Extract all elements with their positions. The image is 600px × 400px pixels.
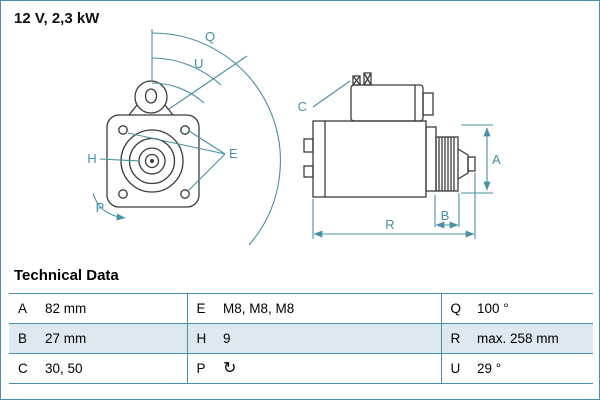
dim-label-a: A xyxy=(492,152,501,167)
front-view xyxy=(106,80,200,208)
spec-key: U xyxy=(440,353,471,384)
table-row: C 30, 50 P ↻ U 29 ° xyxy=(9,353,593,384)
starter-motor-drawing: Q U C E H P A xyxy=(87,29,501,246)
spec-key: R xyxy=(440,323,471,354)
product-title: 12 V, 2,3 kW xyxy=(14,10,100,27)
table-row: B 27 mm H 9 R max. 258 mm xyxy=(9,323,593,354)
dim-label-h: H xyxy=(87,151,96,166)
table-row: A 82 mm E M8, M8, M8 Q 100 ° xyxy=(9,293,593,324)
dim-label-c: C xyxy=(298,99,307,114)
spec-value: 30, 50 xyxy=(39,353,187,384)
side-view xyxy=(303,72,476,198)
spec-key: B xyxy=(9,323,39,354)
spec-value: 9 xyxy=(217,323,441,354)
spec-value: M8, M8, M8 xyxy=(217,293,441,324)
technical-drawing: Q U C E H P A xyxy=(1,21,599,265)
dim-label-p: P xyxy=(96,200,105,215)
spec-key: H xyxy=(186,323,217,354)
technical-data-table: A 82 mm E M8, M8, M8 Q 100 ° B 27 mm H 9… xyxy=(9,293,593,384)
dim-label-e: E xyxy=(229,146,238,161)
technical-data-heading: Technical Data xyxy=(14,267,119,284)
dim-label-b: B xyxy=(441,208,450,223)
dim-label-u: U xyxy=(194,56,203,71)
spec-value: max. 258 mm xyxy=(471,323,593,354)
spec-value: 100 ° xyxy=(471,293,593,324)
dimension-lines: Q U C E H P A xyxy=(87,29,501,246)
spec-value: 82 mm xyxy=(39,293,187,324)
dim-label-r: R xyxy=(385,217,394,232)
dim-label-q: Q xyxy=(205,29,215,44)
spec-key: C xyxy=(9,353,39,384)
rotation-direction-icon: ↻ xyxy=(223,359,237,377)
spec-key: A xyxy=(9,293,39,324)
spec-key: E xyxy=(186,293,217,324)
spec-key: P xyxy=(186,353,217,384)
spec-value: 27 mm xyxy=(39,323,187,354)
spec-key: Q xyxy=(440,293,471,324)
spec-value: 29 ° xyxy=(471,353,593,384)
